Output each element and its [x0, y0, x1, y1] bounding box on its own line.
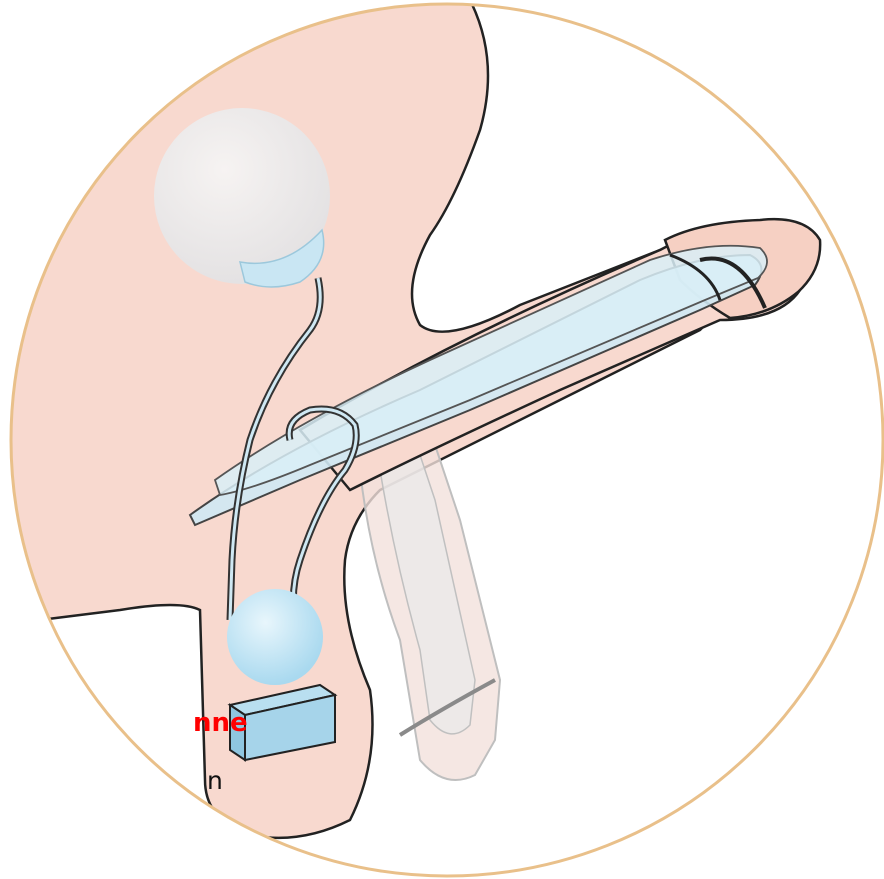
caption-subtitle: n — [207, 766, 223, 795]
pump — [227, 589, 323, 685]
caption-title: nne — [193, 708, 248, 738]
